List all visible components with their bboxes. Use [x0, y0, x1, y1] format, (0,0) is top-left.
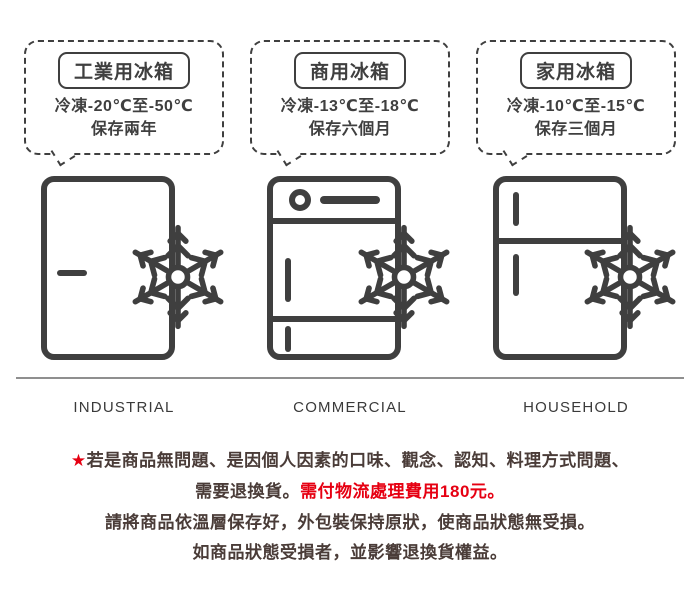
speech-bubble-tail: [276, 141, 302, 167]
notice-line-2-red: 需付物流處理費用180元。: [300, 481, 505, 501]
snowflake-icon: [348, 221, 460, 333]
fridge-area-industrial: [24, 173, 224, 363]
speech-bubble-tail: [502, 141, 528, 167]
label-commercial: COMMERCIAL: [293, 399, 407, 417]
english-labels-row: INDUSTRIAL COMMERCIAL HOUSEHOLD: [0, 379, 700, 416]
temp-text: 冷凍-20℃至-50℃: [54, 98, 194, 115]
bubble-title: 家用冰箱: [519, 52, 632, 89]
snowflake-icon: [122, 221, 234, 333]
column-household: 家用冰箱 冷凍-10℃至-15℃ 保存三個月: [476, 40, 676, 363]
section-divider: [16, 377, 684, 380]
star-icon: ★: [70, 451, 87, 471]
column-industrial: 工業用冰箱 冷凍-20℃至-50℃ 保存兩年: [24, 40, 224, 363]
snowflake-icon: [574, 221, 686, 333]
speech-bubble-tail: [50, 141, 76, 167]
label-household: HOUSEHOLD: [523, 399, 629, 417]
household-fridge-icon: [493, 176, 627, 361]
speech-bubble-household: 家用冰箱 冷凍-10℃至-15℃ 保存三個月: [476, 40, 676, 167]
notice-line-1-text: 若是商品無問題、是因個人因素的口味、觀念、認知、料理方式問題、: [86, 451, 630, 471]
storage-text: 保存六個月: [308, 121, 392, 139]
notice-line-1: ★若是商品無問題、是因個人因素的口味、觀念、認知、料理方式問題、: [0, 446, 700, 477]
notice-line-2: 需要退換貨。需付物流處理費用180元。: [0, 477, 700, 508]
commercial-fridge-icon: [267, 176, 401, 361]
fridge-columns: 工業用冰箱 冷凍-20℃至-50℃ 保存兩年 商用冰箱: [24, 40, 700, 363]
notice-line-3: 請將商品依溫層保存好，外包裝保持原狀，使商品狀態無受損。: [105, 512, 595, 532]
temp-text: 冷凍-13℃至-18℃: [280, 98, 420, 115]
bubble-title: 商用冰箱: [293, 52, 406, 89]
speech-bubble-industrial: 工業用冰箱 冷凍-20℃至-50℃ 保存兩年: [24, 40, 224, 167]
storage-text: 保存三個月: [534, 121, 618, 139]
column-commercial: 商用冰箱 冷凍-13℃至-18℃ 保存六個月: [250, 40, 450, 363]
storage-text: 保存兩年: [90, 121, 157, 139]
fridge-area-household: [476, 173, 676, 363]
temp-text: 冷凍-10℃至-15℃: [506, 98, 646, 115]
return-policy-notice: ★若是商品無問題、是因個人因素的口味、觀念、認知、料理方式問題、 需要退換貨。需…: [0, 446, 700, 568]
label-industrial: INDUSTRIAL: [73, 399, 175, 417]
speech-bubble-commercial: 商用冰箱 冷凍-13℃至-18℃ 保存六個月: [250, 40, 450, 167]
bubble-title: 工業用冰箱: [57, 52, 190, 89]
fridge-area-commercial: [250, 173, 450, 363]
notice-line-2-dark: 需要退換貨。: [195, 481, 301, 501]
notice-line-4: 如商品狀態受損者，並影響退換貨權益。: [192, 543, 508, 563]
